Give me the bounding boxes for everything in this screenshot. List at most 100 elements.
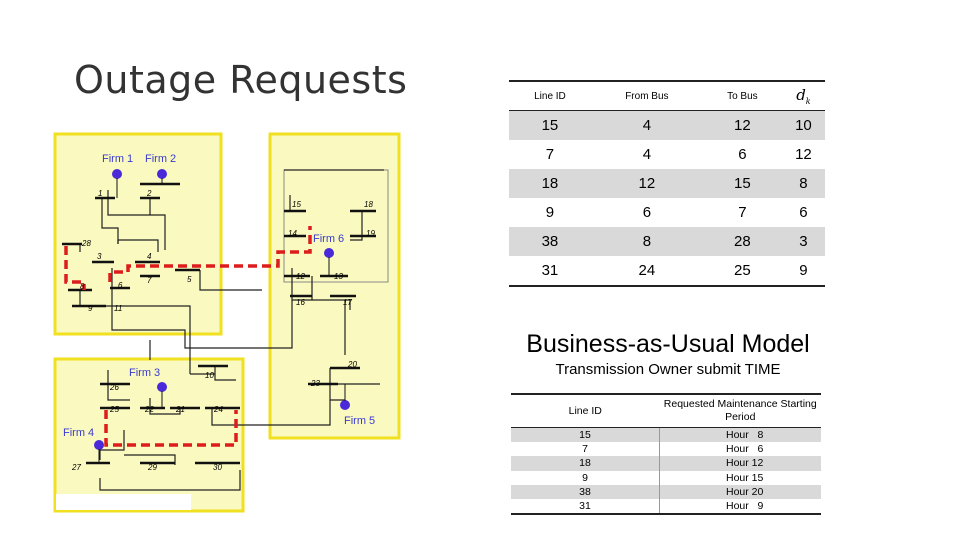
cell: 6 (799, 204, 808, 221)
bus-13-label: 13 (334, 272, 343, 281)
bus-19-label: 19 (366, 229, 375, 238)
col-to-bus: To Bus (702, 80, 782, 111)
bus-25-label: 25 (109, 405, 119, 414)
table-header-row: Line ID From Bus To Bus dk (509, 80, 825, 111)
cell: 15 (702, 169, 782, 198)
bus-18-label: 18 (364, 200, 373, 209)
generators (94, 169, 350, 450)
cell: 10 (781, 110, 825, 140)
cell: 7 (738, 204, 747, 221)
bus-16-label: 16 (296, 298, 305, 307)
cell: 38 (509, 227, 591, 256)
model-title: Business-as-Usual Model (526, 330, 810, 358)
bus-21-label: 21 (175, 405, 185, 414)
cell: 18 (509, 169, 591, 198)
zone-firm-5-6 (268, 132, 401, 440)
cell: 15 (511, 427, 660, 443)
cell: 6 (642, 204, 652, 221)
col-duration: dk (781, 80, 825, 111)
cell: 18 (511, 456, 660, 471)
zone-firm-1-2 (53, 132, 223, 336)
cell: 9 (781, 256, 825, 287)
table-row: 7 Hour 6 (511, 442, 821, 457)
power-grid-diagram: Firm 1 Firm 2 Firm 3 Firm 4 Firm 5 Firm … (53, 132, 401, 513)
firm-2-label: Firm 2 (145, 153, 176, 165)
bus-23-label: 23 (310, 379, 320, 388)
firm-1-label: Firm 1 (102, 153, 133, 165)
cell: 15 (509, 110, 591, 140)
bus-28-label: 28 (81, 239, 91, 248)
col-from-bus: From Bus (590, 80, 703, 111)
bus-17-label: 17 (343, 298, 352, 307)
table-row: 9 Hour 15 (511, 470, 821, 485)
cell: 8 (590, 227, 703, 256)
table-header-row: Line ID Requested Maintenance Starting P… (511, 393, 821, 428)
generator-firm-6 (324, 248, 334, 258)
bus-26-label: 26 (109, 383, 119, 392)
table-row: 38 8 28 3 (509, 227, 825, 256)
cell: Hour 20 (659, 484, 821, 500)
cell: 8 (781, 169, 825, 198)
cell: Hour 6 (726, 443, 764, 456)
cell: Hour 9 (659, 499, 821, 516)
cell: 28 (702, 227, 782, 256)
cell: 12 (702, 110, 782, 140)
cell: 4 (590, 110, 703, 140)
generator-firm-5 (340, 400, 350, 410)
cell: 4 (642, 146, 652, 163)
bus-9-label: 9 (88, 304, 93, 313)
cell: Hour 12 (659, 456, 821, 471)
firm-6-label: Firm 6 (313, 233, 344, 245)
col-requested-start: Requested Maintenance Starting Period (659, 393, 821, 428)
bus-10-label: 10 (205, 371, 214, 380)
cell: 24 (590, 256, 703, 287)
cell: 6 (738, 146, 747, 163)
duration-symbol: d (796, 86, 806, 104)
col-line-id: Line ID (511, 393, 660, 428)
table-row: 15 4 12 10 (509, 110, 825, 140)
bus-2-label: 2 (146, 189, 152, 198)
cell: 12 (795, 146, 812, 163)
table-row: 18 Hour 12 (511, 456, 821, 471)
outage-request-table: Line ID From Bus To Bus dk 15 4 12 10 7 … (509, 80, 825, 287)
slide-title: Outage Requests (74, 58, 408, 102)
firm-5-label: Firm 5 (344, 415, 375, 427)
bus-20-label: 20 (347, 360, 357, 369)
bus-11-label: 11 (114, 304, 122, 313)
bus-6-label: 6 (118, 281, 123, 290)
table-row: 31 24 25 9 (509, 256, 825, 287)
generator-firm-1 (112, 169, 122, 179)
bus-1-label: 1 (98, 189, 102, 198)
bus-22-label: 22 (144, 405, 154, 414)
cell: 12 (590, 169, 703, 198)
bus-29-label: 29 (147, 463, 157, 472)
generator-firm-4 (94, 440, 104, 450)
table-row: 7 4 6 12 (509, 140, 825, 169)
firm-4-label: Firm 4 (63, 427, 94, 439)
bus-8-label: 8 (80, 282, 85, 291)
bus-7-label: 7 (147, 276, 152, 285)
generator-firm-3 (157, 382, 167, 392)
table-row: 15 Hour 8 (511, 427, 821, 443)
zone-notch (56, 494, 191, 510)
generator-stems (98, 178, 346, 463)
requested-maintenance-table: Line ID Requested Maintenance Starting P… (511, 393, 821, 516)
generator-firm-2 (157, 169, 167, 179)
cell: Hour 8 (659, 427, 821, 443)
cell: 9 (511, 470, 660, 485)
cell: Hour 15 (726, 471, 764, 484)
bus-24-label: 24 (213, 405, 223, 414)
bus-3-label: 3 (97, 252, 102, 261)
bus-12-label: 12 (296, 272, 305, 281)
bus-14-label: 14 (288, 229, 297, 238)
table-row: 9 6 7 6 (509, 198, 825, 227)
model-subtitle: Transmission Owner submit TIME (555, 361, 781, 378)
table-row: 38 Hour 20 (511, 484, 821, 500)
cell: 3 (781, 227, 825, 256)
bus-labels: 1 2 3 4 5 6 7 8 9 10 11 12 13 14 15 16 1… (71, 189, 375, 472)
cell: 9 (545, 204, 555, 221)
table-row: 31 Hour 9 (511, 499, 821, 516)
cell: 31 (509, 256, 591, 287)
outage-path (64, 226, 312, 447)
cell: 31 (511, 499, 660, 516)
